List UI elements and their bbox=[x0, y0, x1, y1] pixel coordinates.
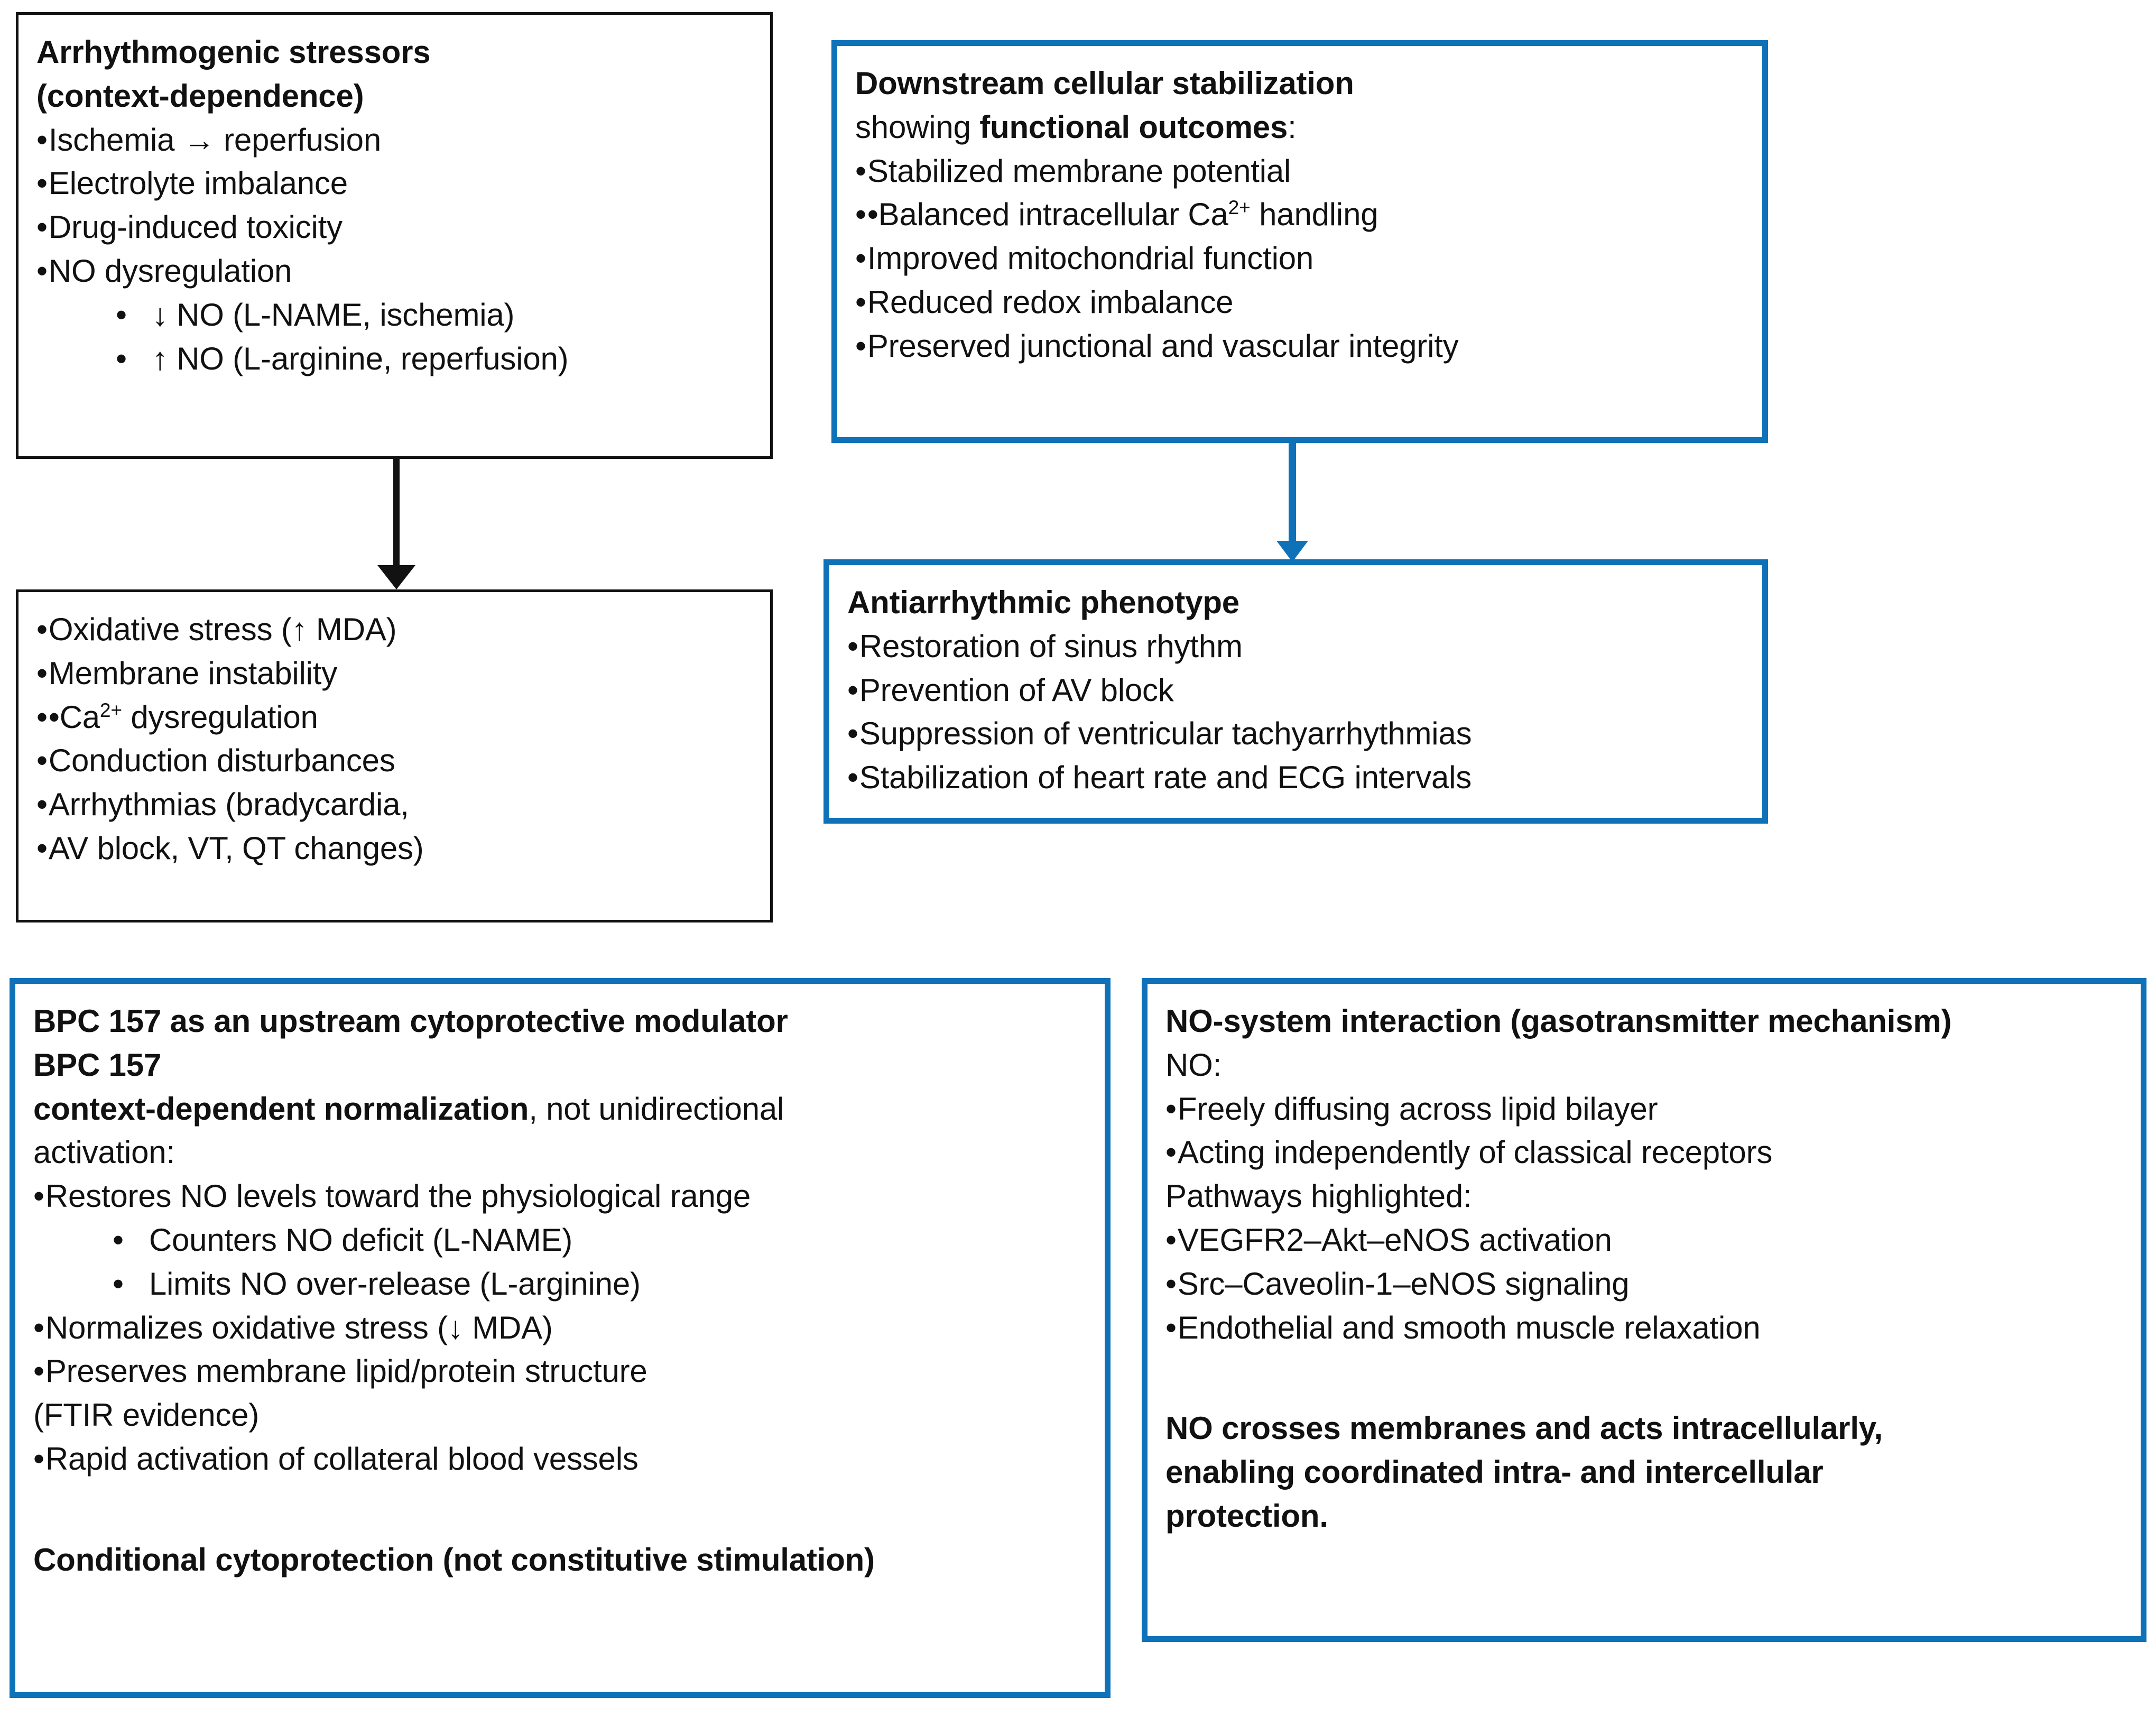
bpc157-bullet-4: Rapid activation of collateral blood ves… bbox=[33, 1437, 1087, 1481]
stressors-bullet-3: Drug-induced toxicity bbox=[36, 206, 752, 250]
bpc157-statement-line-2: activation: bbox=[33, 1134, 175, 1170]
oxidative-bullet-5: Arrhythmias (bradycardia, bbox=[36, 783, 752, 827]
nosystem-bullet-1: Freely diffusing across lipid bilayer bbox=[1165, 1087, 2123, 1131]
bpc157-continuation: (FTIR evidence) bbox=[33, 1397, 260, 1433]
bpc157-statement-rest: , not unidirectional bbox=[529, 1091, 784, 1127]
bpc157-subbullet-1: Counters NO deficit (L-NAME) bbox=[33, 1219, 1087, 1262]
bpc157-spacer bbox=[33, 1481, 1087, 1510]
oxidative-bullet-1: Oxidative stress (↑ MDA) bbox=[36, 608, 752, 652]
nosystem-footer-line-2: enabling coordinated intra- and intercel… bbox=[1165, 1454, 1824, 1490]
stabilization-subtitle-bold: functional outcomes bbox=[979, 109, 1288, 145]
stressors-subbullet-1: ↓ NO (L-NAME, ischemia) bbox=[36, 293, 752, 337]
phenotype-bullet-4: Stabilization of heart rate and ECG inte… bbox=[847, 756, 1744, 800]
box-oxidative-stress: Oxidative stress (↑ MDA) Membrane instab… bbox=[16, 589, 773, 922]
stabilization-bullet-1: Stabilized membrane potential bbox=[855, 150, 1744, 193]
box-no-system-interaction: NO-system interaction (gasotransmitter m… bbox=[1142, 978, 2146, 1642]
oxidative-bullet-3: •Ca2+ dysregulation bbox=[36, 696, 752, 740]
stressors-subbullet-2: ↑ NO (L-arginine, reperfusion) bbox=[36, 337, 752, 381]
nosystem-footer-line-1: NO crosses membranes and acts intracellu… bbox=[1165, 1410, 1883, 1446]
oxidative-bullet-6: AV block, VT, QT changes) bbox=[36, 827, 752, 871]
nosystem-title: NO-system interaction (gasotransmitter m… bbox=[1165, 1003, 1952, 1039]
stressors-title-line-2: (context-dependence) bbox=[36, 78, 364, 114]
stabilization-bullet-5: Preserved junctional and vascular integr… bbox=[855, 325, 1744, 368]
stabilization-subtitle-prefix: showing bbox=[855, 109, 980, 145]
bpc157-bullet-2: Normalizes oxidative stress (↓ MDA) bbox=[33, 1306, 1087, 1350]
bpc157-statement-bold: context-dependent normalization bbox=[33, 1091, 529, 1127]
phenotype-bullet-3: Suppression of ventricular tachyarrhythm… bbox=[847, 712, 1744, 756]
nosystem-pathway-1: VEGFR2–Akt–eNOS activation bbox=[1165, 1219, 2123, 1262]
nosystem-label-no: NO: bbox=[1165, 1047, 1222, 1083]
bpc157-spacer-2 bbox=[33, 1510, 1087, 1538]
stabilization-bullet-3: Improved mitochondrial function bbox=[855, 237, 1744, 281]
nosystem-pathway-2: Src–Caveolin-1–eNOS signaling bbox=[1165, 1262, 2123, 1306]
bpc157-subbullet-2: Limits NO over-release (L-arginine) bbox=[33, 1262, 1087, 1306]
stressors-bullet-1: Ischemia → reperfusion bbox=[36, 118, 752, 162]
nosystem-footer-line-3: protection. bbox=[1165, 1498, 1328, 1534]
stabilization-subtitle-suffix: : bbox=[1288, 109, 1297, 145]
stabilization-title: Downstream cellular stabilization bbox=[855, 66, 1354, 101]
bpc157-title-line-1: BPC 157 as an upstream cytoprotective mo… bbox=[33, 1003, 788, 1039]
phenotype-bullet-2: Prevention of AV block bbox=[847, 669, 1744, 713]
bpc157-bullet-3: Preserves membrane lipid/protein structu… bbox=[33, 1350, 1087, 1394]
arrow-stressors-to-oxidative-stress bbox=[375, 459, 418, 589]
oxidative-bullet-4: Conduction disturbances bbox=[36, 739, 752, 783]
bpc157-bullet-1: Restores NO levels toward the physiologi… bbox=[33, 1175, 1087, 1219]
box-arrhythmogenic-stressors: Arrhythmogenic stressors (context-depend… bbox=[16, 12, 773, 459]
box-antiarrhythmic-phenotype: Antiarrhythmic phenotype Restoration of … bbox=[823, 559, 1768, 824]
nosystem-pathway-3: Endothelial and smooth muscle relaxation bbox=[1165, 1306, 2123, 1350]
nosystem-spacer bbox=[1165, 1350, 2123, 1378]
nosystem-label-pathways: Pathways highlighted: bbox=[1165, 1178, 1472, 1214]
bpc157-title-line-2: BPC 157 bbox=[33, 1047, 162, 1083]
phenotype-title: Antiarrhythmic phenotype bbox=[847, 585, 1239, 620]
arrow-stabilization-to-phenotype bbox=[1274, 443, 1311, 562]
box-downstream-cellular-stabilization: Downstream cellular stabilization showin… bbox=[831, 40, 1768, 443]
nosystem-spacer-2 bbox=[1165, 1378, 2123, 1407]
phenotype-bullet-1: Restoration of sinus rhythm bbox=[847, 625, 1744, 669]
stressors-title-line-1: Arrhythmogenic stressors bbox=[36, 34, 431, 70]
stabilization-bullet-4: Reduced redox imbalance bbox=[855, 281, 1744, 325]
bpc157-statement-line-1: context-dependent normalization, not uni… bbox=[33, 1087, 1087, 1131]
stressors-bullet-2: Electrolyte imbalance bbox=[36, 162, 752, 206]
nosystem-bullet-2: Acting independently of classical recept… bbox=[1165, 1131, 2123, 1175]
box-bpc157-modulator: BPC 157 as an upstream cytoprotective mo… bbox=[10, 978, 1111, 1698]
stabilization-bullet-2: •Balanced intracellular Ca2+ handling bbox=[855, 193, 1744, 237]
oxidative-bullet-2: Membrane instability bbox=[36, 652, 752, 696]
stabilization-subtitle: showing functional outcomes: bbox=[855, 106, 1744, 150]
bpc157-footer: Conditional cytoprotection (not constitu… bbox=[33, 1542, 875, 1577]
stressors-bullet-4: NO dysregulation bbox=[36, 250, 752, 293]
